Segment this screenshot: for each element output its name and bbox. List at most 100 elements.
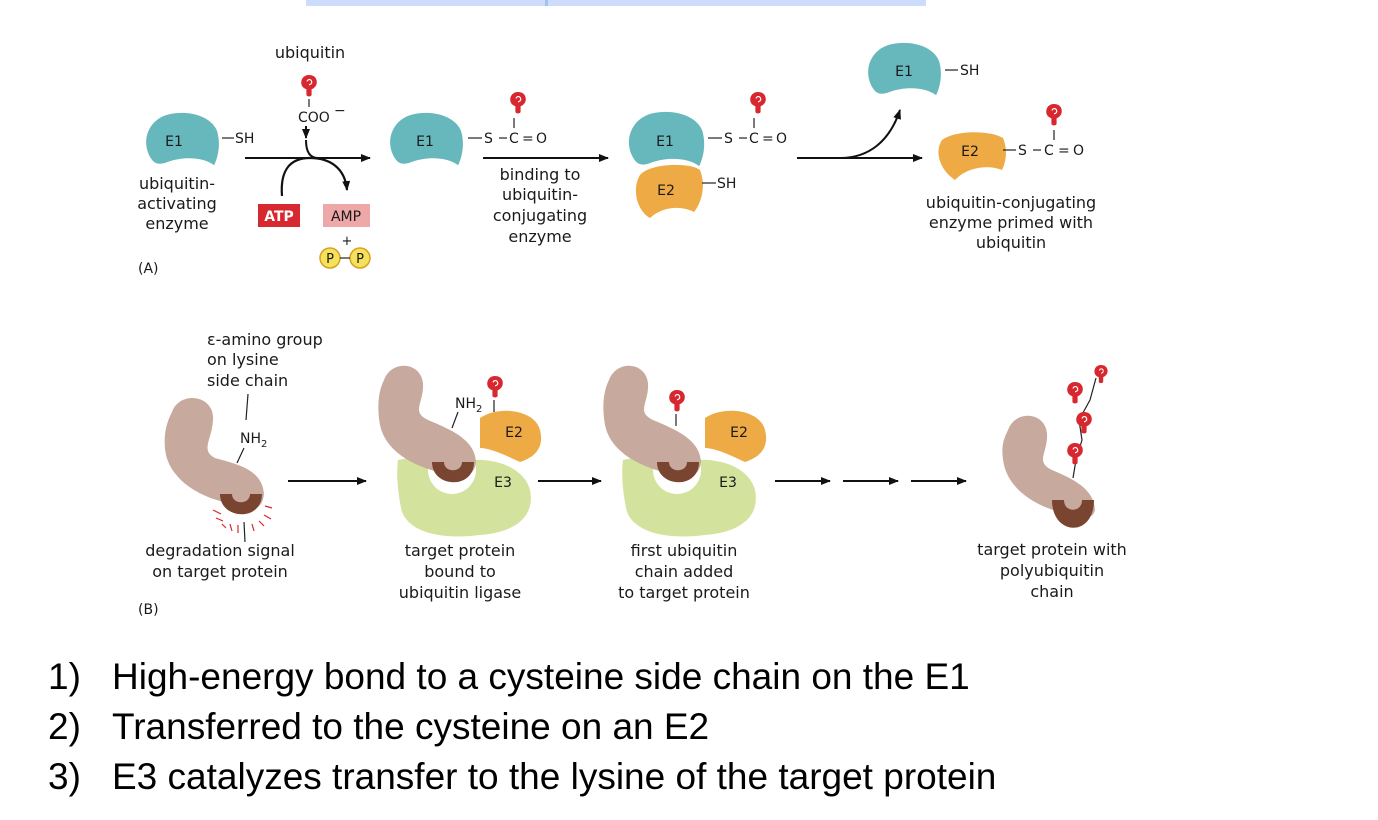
svg-text:activating: activating [137, 194, 217, 213]
ubiquitin-icon [486, 375, 504, 399]
sh-group: SH [235, 131, 254, 147]
e1-ubiquitin-thioester: E1 S C = O [390, 91, 547, 166]
svg-text:=: = [1058, 143, 1070, 159]
amp-curve [309, 156, 351, 191]
svg-text:enzyme primed with: enzyme primed with [929, 213, 1093, 232]
nh2-group: NH2 [240, 431, 267, 450]
e1-label: E1 [165, 134, 183, 150]
svg-text:chain added: chain added [635, 562, 734, 581]
svg-text:ubiquitin-: ubiquitin- [139, 174, 215, 193]
steps-list: 1)High-energy bond to a cysteine side ch… [48, 652, 996, 802]
svg-text:ubiquitin: ubiquitin [976, 233, 1046, 252]
svg-text:E1: E1 [656, 134, 674, 150]
e1-e2-complex: E1 E2 SH S C = O [628, 91, 787, 218]
svg-text:O: O [776, 131, 787, 147]
step-item: 2)Transferred to the cysteine on an E2 [48, 706, 710, 747]
e1-enzyme-released: E1 SH [868, 42, 979, 96]
caption-target-bound: target protein bound to ubiquitin ligase [399, 541, 521, 602]
svg-text:SH: SH [960, 63, 979, 79]
ubiquitin-icon [668, 389, 686, 413]
svg-text:target protein: target protein [405, 541, 516, 560]
first-ubiquitin-added-complex: E2 E3 [603, 365, 767, 537]
plus-sign: + [342, 234, 353, 249]
svg-text:to target protein: to target protein [618, 583, 750, 602]
ubiquitin-icon [300, 74, 318, 98]
svg-text:SH: SH [717, 176, 736, 192]
degradation-signal [220, 494, 262, 515]
svg-text:O: O [536, 131, 547, 147]
primed-caption: ubiquitin-conjugating enzyme primed with… [926, 193, 1096, 252]
ubiquitin-icon [1093, 364, 1109, 384]
ubiquitin-icon [749, 91, 767, 115]
svg-text:S: S [724, 131, 733, 147]
caption-degradation-signal: degradation signal on target protein [145, 541, 295, 581]
svg-text:E2: E2 [730, 425, 748, 441]
signal-rays [212, 505, 273, 533]
svg-text:C: C [1044, 143, 1054, 159]
caption-polyubiquitin: target protein with polyubiquitin chain [977, 540, 1127, 601]
svg-text:O: O [1073, 143, 1084, 159]
svg-text:ubiquitin ligase: ubiquitin ligase [399, 583, 521, 602]
svg-text:P: P [356, 252, 364, 267]
ubiquitin-icon [509, 91, 527, 115]
caption-first-ubiquitin: first ubiquitin chain added to target pr… [618, 541, 750, 602]
svg-text:NH2: NH2 [455, 396, 482, 415]
binding-caption: binding to ubiquitin- conjugating enzyme [493, 165, 587, 246]
svg-text:S: S [484, 131, 493, 147]
svg-text:bound to: bound to [424, 562, 496, 581]
svg-text:E2: E2 [961, 144, 979, 160]
amp-label: AMP [331, 209, 361, 225]
svg-text:binding to: binding to [500, 165, 581, 184]
svg-text:E1: E1 [895, 64, 913, 80]
svg-text:enzyme: enzyme [145, 214, 208, 233]
step-item: 1)High-energy bond to a cysteine side ch… [48, 656, 970, 697]
svg-text:C: C [749, 131, 759, 147]
coo-group: COO [298, 110, 330, 126]
ubiquitin-icon [1075, 411, 1093, 435]
svg-text:E2: E2 [657, 183, 675, 199]
svg-text:P: P [326, 252, 334, 267]
svg-text:=: = [762, 131, 774, 147]
svg-text:on lysine: on lysine [207, 350, 279, 369]
svg-text:ubiquitin-: ubiquitin- [502, 185, 578, 204]
amp-box [323, 204, 370, 227]
title-banner-divider [545, 0, 548, 6]
panel-a: E1 SH ubiquitin- activating enzyme (A) u… [137, 42, 1096, 277]
target-protein [164, 398, 264, 515]
pyrophosphate: P P [319, 247, 371, 269]
title-banner-fragment [306, 0, 926, 6]
atp-curve [280, 156, 311, 197]
ubiquitin-label: ubiquitin [275, 43, 345, 62]
panel-a-label: (A) [138, 261, 159, 277]
svg-text:degradation signal: degradation signal [145, 541, 295, 560]
panel-b-label: (B) [138, 602, 159, 618]
svg-text:on target protein: on target protein [152, 562, 288, 581]
svg-text:E2: E2 [505, 425, 523, 441]
ubiquitin-icon [1066, 442, 1084, 466]
e1-caption: ubiquitin- activating enzyme [137, 174, 217, 233]
svg-text:C: C [509, 131, 519, 147]
svg-text:ε-amino group: ε-amino group [207, 330, 323, 349]
step-item: 3)E3 catalyzes transfer to the lysine of… [48, 756, 997, 797]
svg-text:chain: chain [1030, 582, 1073, 601]
svg-text:E3: E3 [719, 475, 737, 491]
e1-enzyme-free: E1 SH [146, 112, 254, 166]
svg-text:target protein with: target protein with [977, 540, 1127, 559]
svg-text:conjugating: conjugating [493, 206, 587, 225]
lysine-caption: ε-amino group on lysine side chain [207, 330, 323, 390]
ubiquitination-diagram: E1 SH ubiquitin- activating enzyme (A) u… [137, 42, 1127, 618]
atp-label: ATP [264, 209, 294, 225]
svg-text:E1: E1 [416, 134, 434, 150]
coo-charge: − [334, 103, 346, 119]
svg-text:S: S [1018, 143, 1027, 159]
e2-ubiquitin-primed: E2 S C = O [938, 103, 1084, 180]
polyubiquitinated-target [1002, 364, 1109, 528]
svg-text:side chain: side chain [207, 371, 288, 390]
target-ligase-complex: E2 E3 NH2 [378, 365, 542, 537]
svg-text:E3: E3 [494, 475, 512, 491]
svg-text:polyubiquitin: polyubiquitin [1000, 561, 1104, 580]
ubiquitin-icon [1066, 381, 1084, 405]
svg-text:enzyme: enzyme [508, 227, 571, 246]
panel-b: ε-amino group on lysine side chain NH2 d… [138, 330, 1127, 618]
svg-text:=: = [522, 131, 534, 147]
